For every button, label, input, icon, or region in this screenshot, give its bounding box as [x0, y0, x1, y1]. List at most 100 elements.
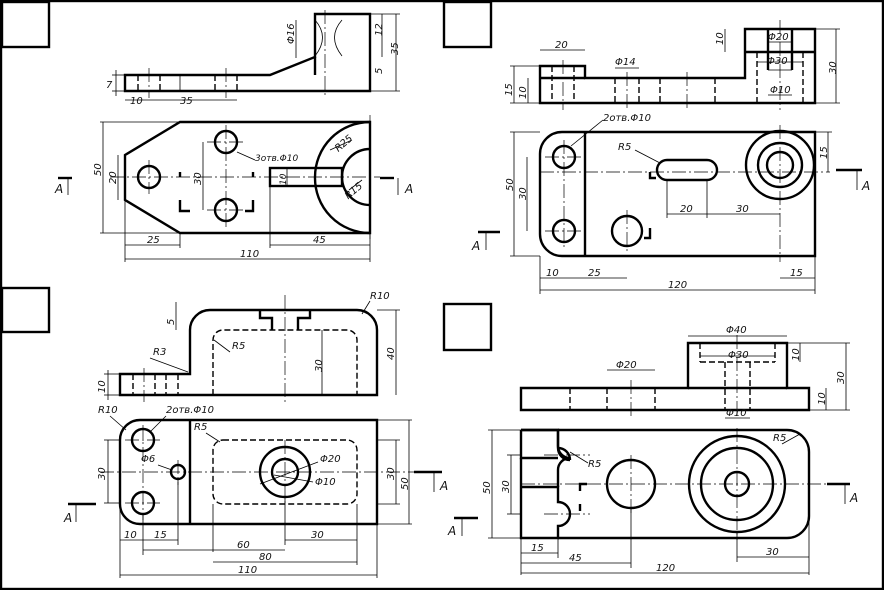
dim-v1-45: 45 [313, 235, 326, 246]
view3-front [118, 295, 379, 402]
dim-v3-r3: R3 [153, 347, 166, 358]
section-mark-a-v2-left: A [471, 239, 480, 253]
dim-v1-10b: 10 [279, 173, 289, 185]
dim-v3-r10: R10 [370, 291, 390, 302]
dim-v3-80: 80 [259, 552, 272, 563]
dim-v3-r5b: R5 [194, 422, 207, 433]
dim-v2-15c: 15 [790, 268, 803, 279]
dim-v4-30c: 30 [766, 547, 779, 558]
view4-section-marks: A A [447, 482, 858, 538]
dim-v4-phi20: Φ20 [616, 360, 637, 371]
dim-v3-30: 30 [314, 359, 325, 372]
dim-v1-5: 5 [374, 68, 385, 74]
dim-v1-phi16: Φ16 [286, 23, 297, 44]
dim-v2-phi30: Φ30 [767, 56, 788, 67]
dim-v3-30c: 30 [311, 530, 324, 541]
section-mark-a-v3-right: A [439, 479, 448, 493]
dim-v4-r5b: R5 [588, 459, 601, 470]
dim-v2-30v: 30 [828, 61, 839, 74]
marker-box-mid-left [0, 286, 51, 334]
dim-v4-r5: R5 [773, 433, 786, 444]
dim-v4-50: 50 [482, 481, 493, 494]
dim-v2-15b: 15 [819, 146, 830, 159]
dim-v2-20c: 20 [680, 204, 693, 215]
section-mark-a-right: A [404, 182, 413, 196]
dim-v1-10: 10 [130, 96, 143, 107]
dim-v4-45: 45 [569, 553, 582, 564]
dim-v1-110: 110 [240, 249, 259, 260]
dim-v4-10v: 10 [817, 392, 828, 405]
dim-v2-120: 120 [668, 280, 687, 291]
dim-v3-40: 40 [386, 347, 397, 360]
dim-v2-10d: 10 [546, 268, 559, 279]
dim-v2-10: 10 [715, 32, 726, 45]
section-mark-a-v2-right: A [861, 179, 870, 193]
dim-v1-30: 30 [193, 172, 204, 185]
dim-v3-10c: 10 [124, 530, 137, 541]
dim-v2-10v: 10 [518, 86, 529, 99]
dim-v1-35: 35 [180, 96, 193, 107]
dim-v4-phi40: Φ40 [726, 325, 747, 336]
dim-v4-phi10: Φ10 [726, 408, 747, 419]
dim-v3-r10b: R10 [98, 405, 118, 416]
dim-v1-35v: 35 [390, 42, 401, 55]
dim-v3-15: 15 [154, 530, 167, 541]
view3-dimensions-front: R10 5 R3 R5 30 40 10 [97, 291, 400, 400]
dim-v1-r25: R25 [333, 133, 355, 154]
view3-dimensions-plan: R10 2отв.Φ10 R5 Φ6 Φ20 Φ10 30 30 50 10 1… [97, 405, 412, 578]
dim-v4-10: 10 [791, 348, 802, 361]
view4-dimensions-plan: R5 R5 50 30 15 45 30 120 [482, 429, 810, 575]
holes-3x-phi10: 3отв.Φ10 [255, 154, 298, 164]
view4-front [519, 335, 811, 418]
dim-v4-120: 120 [656, 563, 675, 574]
dim-v1-7: 7 [106, 80, 113, 91]
view1-plan [110, 115, 380, 240]
dim-v1-12: 12 [374, 23, 385, 36]
dim-v2-25: 25 [588, 268, 601, 279]
dim-v3-50: 50 [400, 477, 411, 490]
view1-dimensions-front: 10 35 7 Φ16 12 35 5 [106, 13, 401, 107]
view2-section-marks: A A [471, 168, 870, 253]
dim-v3-r5: R5 [232, 341, 245, 352]
dim-v2-r5: R5 [618, 142, 631, 153]
marker-box-mid-mid [442, 302, 493, 352]
marker-box-top-mid [442, 0, 493, 49]
dim-v2-phi10: Φ10 [770, 85, 791, 96]
view3-plan [100, 418, 420, 526]
view1-section-marks: A A [54, 176, 413, 196]
view4-dimensions-front: Φ40 Φ30 Φ20 10 30 10 Φ10 [607, 325, 850, 419]
dim-v4-30b: 30 [501, 480, 512, 493]
dim-v2-15: 15 [504, 83, 515, 96]
view2-dimensions-plan: 2отв.Φ10 R5 50 30 15 20 30 10 25 15 120 [505, 113, 832, 294]
dim-v3-30b: 30 [386, 467, 397, 480]
holes-2x-phi10-v3: 2отв.Φ10 [166, 405, 214, 416]
dim-v4-15: 15 [531, 543, 544, 554]
dim-v2-phi14: Φ14 [615, 57, 636, 68]
section-mark-a-left: A [54, 182, 63, 196]
marker-box-top-left [0, 0, 51, 49]
dim-v3-30v: 30 [97, 467, 108, 480]
section-mark-a-v4-right: A [849, 491, 858, 505]
dim-v2-30c: 30 [736, 204, 749, 215]
dim-v4-phi30: Φ30 [728, 350, 749, 361]
dim-v4-30v: 30 [836, 371, 847, 384]
dim-v1-50: 50 [93, 163, 104, 176]
section-mark-a-v4-left: A [447, 524, 456, 538]
dim-v3-phi6: Φ6 [141, 454, 155, 465]
view3-section-marks: A A [63, 470, 448, 525]
dim-v2-50: 50 [505, 178, 516, 191]
dim-v3-5: 5 [166, 319, 177, 325]
dim-v3-60: 60 [237, 540, 250, 551]
view2-plan [538, 125, 830, 262]
view1-front [123, 10, 372, 98]
dim-v2-30b: 30 [518, 187, 529, 200]
dim-v1-25: 25 [147, 235, 160, 246]
holes-2x-phi10-v2: 2отв.Φ10 [603, 113, 651, 124]
view1-dimensions-plan: 50 20 30 3отв.Φ10 10 R25 R15 25 45 110 [93, 121, 371, 262]
dim-v3-phi10: Φ10 [315, 477, 336, 488]
dim-v2-phi20: Φ20 [768, 32, 789, 43]
dim-v3-10: 10 [97, 380, 108, 393]
dim-v1-20: 20 [108, 171, 119, 184]
view2-dimensions-front: 20 Φ14 10 Φ20 Φ30 Φ10 30 15 10 [504, 28, 840, 104]
